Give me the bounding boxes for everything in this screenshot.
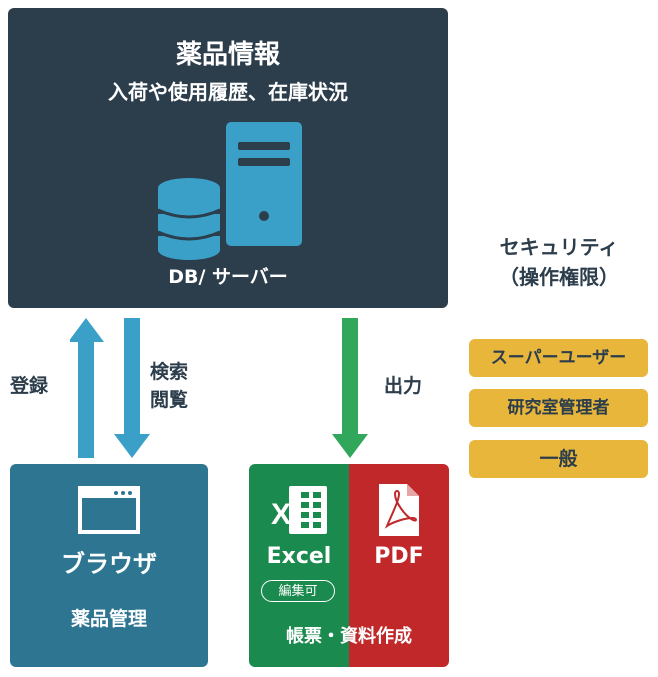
editable-badge: 編集可 [261,580,335,602]
output-panel: X Excel 編集可 PDF 帳票・資料作成 [249,464,449,667]
db-panel-subtitle: 入荷や使用履歴、在庫状況 [108,80,348,104]
pdf-label: PDF [374,544,424,569]
browser-subtitle: 薬品管理 [70,608,147,630]
svg-text:X: X [271,498,291,531]
search-view-label: 検索 閲覧 [150,358,190,414]
search-arrow [114,318,150,458]
server-icon [226,122,302,246]
security-title: セキュリティ （操作権限） [468,232,650,292]
pdf-icon [379,484,419,536]
role-lab-manager: 研究室管理者 [469,389,648,427]
register-arrow [70,318,104,458]
security-title-line2: （操作権限） [499,265,619,289]
register-label: 登録 [10,375,49,397]
db-server-label: DB/ サーバー [168,266,288,288]
db-server-panel: 薬品情報 入荷や使用履歴、在庫状況 DB/ サーバー [8,8,448,308]
browser-window-icon [78,486,140,534]
browser-title: ブラウザ [61,550,157,578]
db-panel-title: 薬品情報 [175,40,280,70]
search-label: 検索 [150,361,189,383]
role-superuser: スーパーユーザー [469,339,648,377]
security-title-line1: セキュリティ [499,235,619,259]
view-label: 閲覧 [150,389,189,411]
excel-icon: X [271,486,327,534]
output-arrow [332,318,368,458]
excel-label: Excel [266,544,332,569]
output-label: 出力 [384,375,423,397]
browser-panel: ブラウザ 薬品管理 [10,464,208,667]
output-subtitle: 帳票・資料作成 [286,626,412,647]
database-icon [157,178,221,260]
role-general: 一般 [469,440,648,478]
